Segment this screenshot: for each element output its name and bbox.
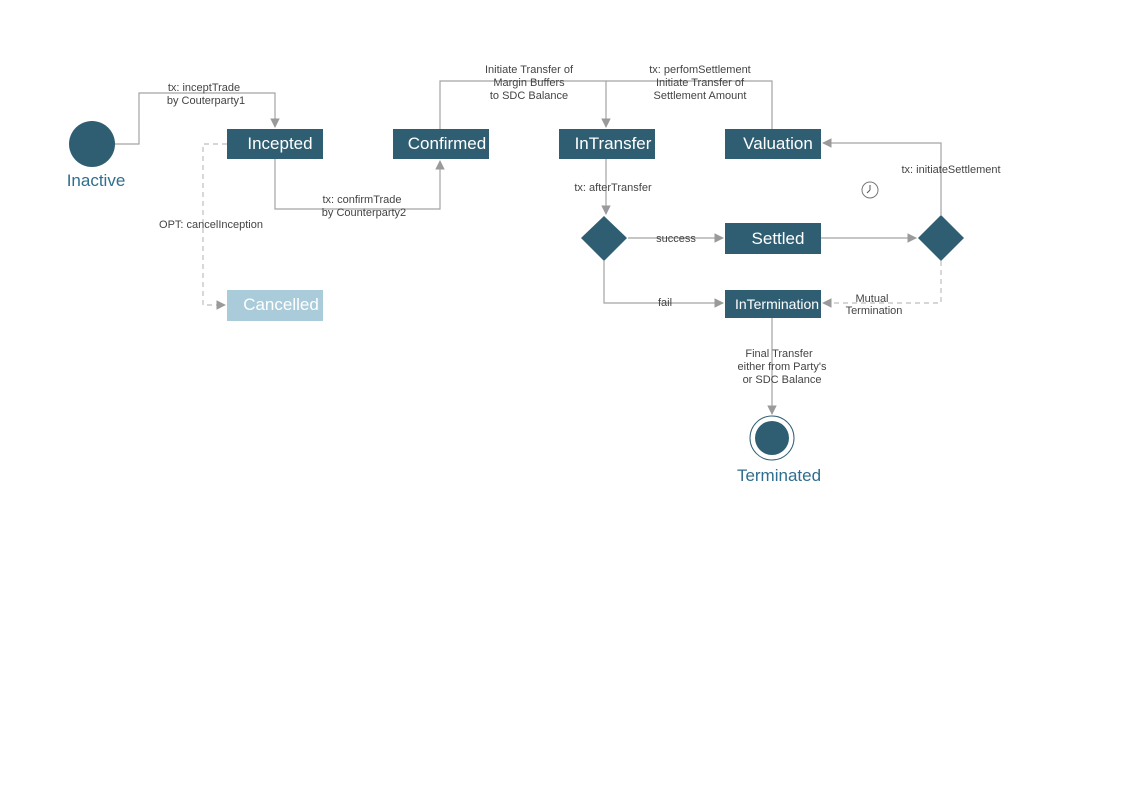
edge-incept: [114, 92, 280, 145]
final-state-circle: [755, 421, 789, 455]
state-incepted-label: Incepted: [247, 134, 312, 153]
final-state-ring: [749, 415, 795, 461]
state-intermination[interactable]: InTermination: [725, 290, 821, 318]
edge-fail: [603, 261, 724, 308]
label-cancel: OPT: cancelInception: [159, 219, 263, 231]
edge-margin: [439, 80, 611, 129]
svg-text:by Counterparty2: by Counterparty2: [322, 207, 406, 219]
state-intransfer[interactable]: InTransfer: [559, 129, 655, 159]
state-cancelled[interactable]: Cancelled: [227, 290, 323, 321]
label-final: Final Transfer either from Party's or SD…: [738, 348, 827, 386]
svg-text:to SDC Balance: to SDC Balance: [490, 90, 568, 102]
svg-text:Mutual: Mutual: [855, 293, 888, 305]
label-after-transfer: tx: afterTransfer: [574, 182, 652, 194]
clock-icon: [861, 181, 879, 199]
decision-settlement[interactable]: [918, 215, 964, 261]
svg-text:Settlement Amount: Settlement Amount: [654, 90, 747, 102]
svg-text:Initiate Transfer of: Initiate Transfer of: [485, 64, 574, 76]
state-confirmed[interactable]: Confirmed: [393, 129, 489, 159]
state-settled-label: Settled: [752, 229, 805, 248]
state-valuation-label: Valuation: [743, 134, 813, 153]
svg-text:Initiate Transfer of: Initiate Transfer of: [656, 77, 745, 89]
label-incept: tx: inceptTrade by Couterparty1: [167, 82, 245, 107]
edge-settlement: [606, 80, 773, 129]
label-success: success: [656, 233, 696, 245]
state-cancelled-label: Cancelled: [243, 295, 319, 314]
label-settlement: tx: perfomSettlement Initiate Transfer o…: [649, 64, 751, 102]
label-mutual: Mutual Termination: [846, 293, 903, 317]
state-inactive[interactable]: Inactive: [67, 121, 126, 190]
svg-text:Termination: Termination: [846, 305, 903, 317]
label-margin: Initiate Transfer of Margin Buffers to S…: [485, 64, 574, 102]
state-confirmed-label: Confirmed: [408, 134, 486, 153]
state-valuation[interactable]: Valuation: [725, 129, 821, 159]
edge-mutual: [822, 261, 942, 308]
initial-state-circle: [69, 121, 115, 167]
state-intransfer-label: InTransfer: [575, 134, 652, 153]
svg-text:either from Party's: either from Party's: [738, 361, 827, 373]
state-intermination-label: InTermination: [735, 296, 819, 312]
edge-confirm: [274, 159, 445, 210]
state-terminated[interactable]: Terminated: [737, 415, 821, 485]
state-inactive-label: Inactive: [67, 171, 126, 190]
svg-text:tx: confirmTrade: tx: confirmTrade: [322, 194, 401, 206]
svg-text:tx: perfomSettlement: tx: perfomSettlement: [649, 64, 751, 76]
label-initiate-settlement: tx: initiateSettlement: [901, 164, 1000, 176]
state-incepted[interactable]: Incepted: [227, 129, 323, 159]
svg-text:by Couterparty1: by Couterparty1: [167, 95, 245, 107]
edge-initiate-settlement: [822, 138, 942, 215]
edge-cancel: [202, 143, 227, 310]
label-confirm: tx: confirmTrade by Counterparty2: [322, 194, 406, 219]
svg-text:Margin Buffers: Margin Buffers: [493, 77, 565, 89]
state-settled[interactable]: Settled: [725, 223, 821, 254]
label-fail: fail: [658, 297, 672, 309]
state-terminated-label: Terminated: [737, 466, 821, 485]
svg-text:Final Transfer: Final Transfer: [745, 348, 813, 360]
svg-text:tx: inceptTrade: tx: inceptTrade: [168, 82, 240, 94]
svg-text:or SDC Balance: or SDC Balance: [743, 374, 822, 386]
decision-after-transfer[interactable]: [581, 216, 627, 261]
